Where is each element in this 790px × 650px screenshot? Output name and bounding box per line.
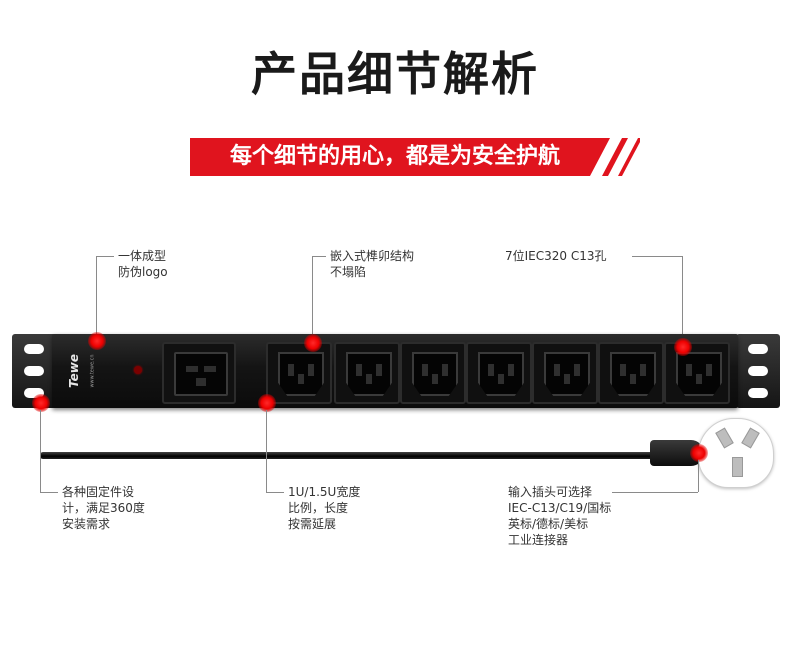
highlight-dot-fixings: [32, 394, 50, 412]
callout-mortise-structure: 嵌入式榫卯结构 不塌陷: [330, 249, 415, 279]
highlight-dot-plug: [690, 444, 708, 462]
leader-plug-h: [612, 492, 698, 493]
highlight-dot-logo: [88, 332, 106, 350]
c13-outlet-1: [266, 342, 332, 404]
callout-logo-design: 一体成型 防伪logo: [118, 249, 168, 279]
highlight-dot-height: [258, 394, 276, 412]
banner-background: [190, 138, 640, 176]
c13-outlet-3: [400, 342, 466, 404]
callout-fixings: 各种固定件设 计，满足360度 安装需求: [62, 485, 145, 531]
leader-logo-v: [96, 256, 97, 340]
c13-outlet-4: [466, 342, 532, 404]
brand-website: www.tewe.cn: [90, 354, 97, 388]
slogan-banner: 每个细节的用心，都是为安全护航: [190, 138, 640, 176]
leader-outlets-v: [682, 256, 683, 344]
right-mount-bracket: [736, 334, 780, 408]
power-cord: [40, 452, 658, 459]
indicator-light: [134, 366, 142, 374]
brand-logo: Tewe: [67, 353, 82, 389]
c13-outlet-7: [664, 342, 730, 404]
highlight-dot-outlets: [674, 338, 692, 356]
leader-mortise-h: [312, 256, 326, 257]
callout-outlets: 7位IEC320 C13孔: [505, 249, 607, 263]
leader-fixings-v: [40, 410, 41, 492]
highlight-dot-mortise: [304, 334, 322, 352]
leader-plug-v: [698, 460, 699, 492]
callout-height-ratio: 1U/1.5U宽度 比例，长度 按需延展: [288, 485, 361, 531]
leader-height-h: [266, 492, 284, 493]
c13-outlet-2: [334, 342, 400, 404]
leader-mortise-v: [312, 256, 313, 340]
c13-outlet-6: [598, 342, 664, 404]
c13-outlet-5: [532, 342, 598, 404]
leader-fixings-h: [40, 492, 58, 493]
leader-height-v: [266, 410, 267, 492]
c19-outlet: [162, 342, 236, 404]
leader-outlets-h: [632, 256, 682, 257]
page-title: 产品细节解析: [251, 47, 539, 101]
slogan-text: 每个细节的用心，都是为安全护航: [229, 144, 560, 169]
leader-logo-h: [96, 256, 114, 257]
input-plug: [698, 418, 774, 488]
callout-input-plug: 输入插头可选择 IEC-C13/C19/国标 英标/德标/美标 工业连接器: [508, 485, 612, 547]
